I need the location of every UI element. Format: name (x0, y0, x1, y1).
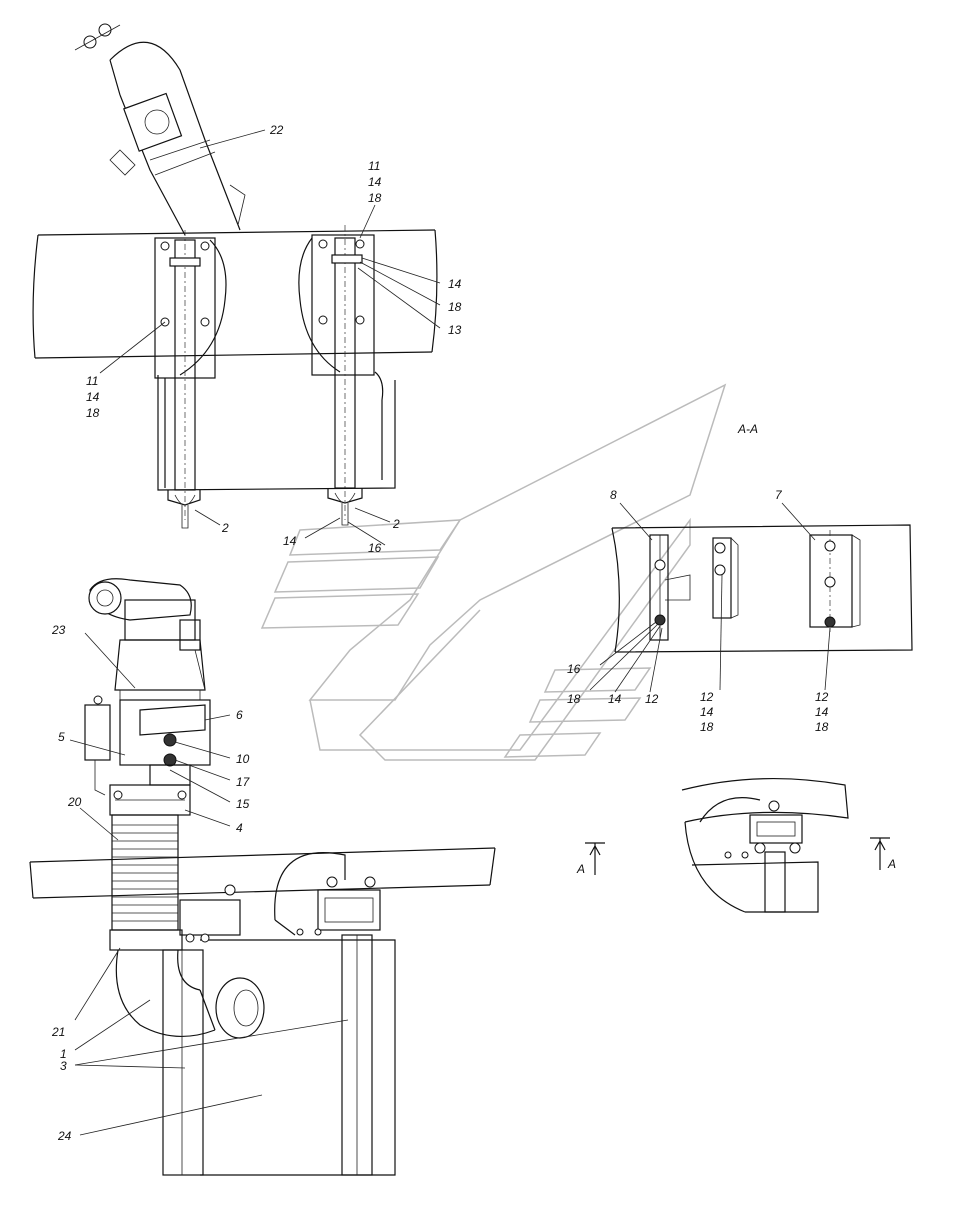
callout-15: 15 (236, 797, 250, 811)
callout-2-right: 2 (392, 517, 400, 531)
muffler-top-right (298, 225, 384, 526)
top-frame-band (32, 229, 438, 359)
view-letter-right: A (887, 857, 896, 871)
callout-21: 21 (51, 1025, 65, 1039)
callout-4: 4 (236, 821, 243, 835)
callout-22: 22 (269, 123, 284, 137)
callout-12-section: 12 (645, 692, 659, 706)
callout-14-left: 14 (86, 390, 100, 404)
clamp-4 (109, 784, 191, 816)
callout-8: 8 (610, 488, 617, 502)
view-arrows (585, 837, 890, 875)
callout-20: 20 (67, 795, 82, 809)
callout-2-left: 2 (221, 521, 229, 535)
callout-1: 1 (60, 1047, 67, 1061)
callout-7: 7 (775, 488, 783, 502)
callout-12-mid: 12 (700, 690, 714, 704)
exhaust-pipe-22 (74, 23, 246, 236)
callout-14-top: 14 (368, 175, 382, 189)
callout-16-bottom: 16 (368, 541, 382, 555)
callout-18-left: 18 (86, 406, 100, 420)
bracket-assembly-5-6 (84, 695, 211, 796)
elbow-pipe-1 (115, 949, 265, 1039)
callout-18-section: 18 (567, 692, 581, 706)
callout-11-left: 11 (86, 374, 98, 388)
callout-14-bottom: 14 (283, 534, 297, 548)
callout-3: 3 (60, 1059, 67, 1073)
callout-24: 24 (57, 1129, 72, 1143)
flex-hose-20 (109, 814, 183, 951)
muffler-24 (162, 852, 396, 1176)
callout-labels: 22 11 14 18 14 18 13 11 14 18 2 2 14 16 … (51, 123, 896, 1143)
callout-14-rightcol: 14 (815, 705, 829, 719)
section-a-a (611, 524, 913, 653)
callout-16-section: 16 (567, 662, 581, 676)
callout-5: 5 (58, 730, 65, 744)
callout-14-right: 14 (448, 277, 462, 291)
callout-10: 10 (236, 752, 250, 766)
callout-11-top: 11 (368, 159, 380, 173)
callout-17: 17 (236, 775, 251, 789)
callout-18-top: 18 (368, 191, 382, 205)
callout-14-section: 14 (608, 692, 622, 706)
callout-23: 23 (51, 623, 66, 637)
view-letter-left: A (576, 862, 585, 876)
callout-18-right: 18 (448, 300, 462, 314)
callout-12-right: 12 (815, 690, 829, 704)
callout-18-mid: 18 (700, 720, 714, 734)
callout-18-rightcol: 18 (815, 720, 829, 734)
section-title: A-A (737, 422, 758, 436)
callout-13: 13 (448, 323, 462, 337)
leader-lines (69, 129, 831, 1136)
lower-frame-band (29, 847, 496, 899)
bracket-detail-view (681, 778, 849, 913)
turbocharger-23 (88, 578, 206, 701)
callout-14-mid: 14 (700, 705, 714, 719)
watermark-logo (260, 383, 727, 761)
muffler-top-left (154, 230, 396, 529)
callout-6: 6 (236, 708, 243, 722)
